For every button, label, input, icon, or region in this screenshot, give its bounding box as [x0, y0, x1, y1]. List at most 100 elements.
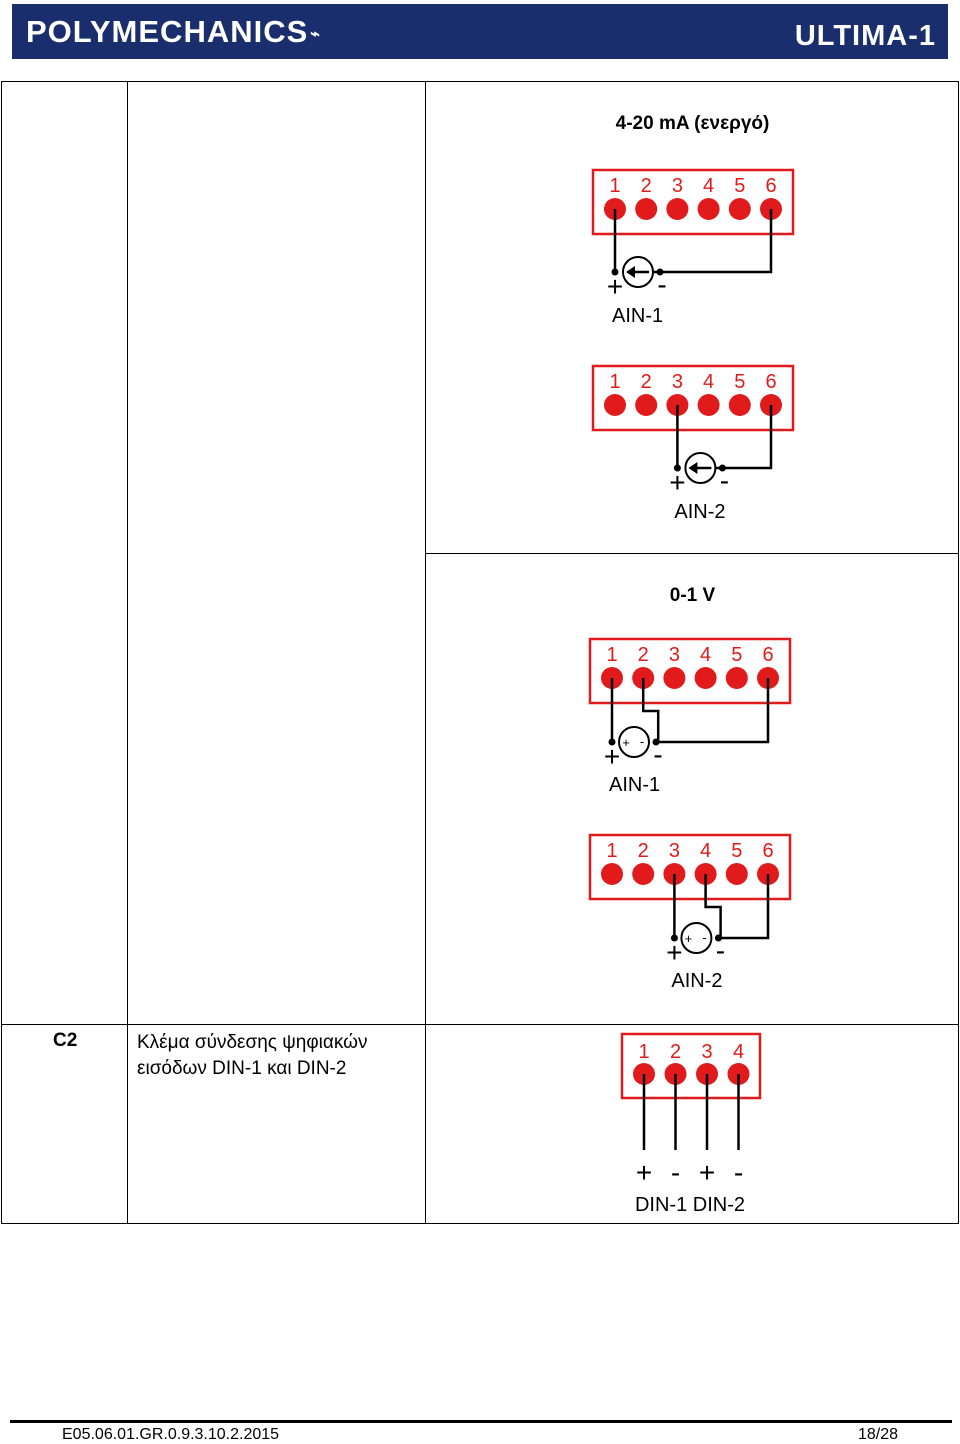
diagram-title-4-20ma: 4-20 mA (ενεργό): [615, 113, 770, 134]
polarity-plus: +: [604, 741, 620, 772]
polarity-sign: -: [734, 1157, 743, 1188]
terminal-pin-number: 6: [765, 371, 776, 393]
terminal-pin-number: 3: [701, 1041, 712, 1063]
terminal-pin-number: 2: [641, 175, 652, 197]
terminal-pin-number: 5: [731, 644, 742, 666]
terminal-pin-number: 5: [734, 371, 745, 393]
wire-minus: [715, 405, 773, 470]
terminal-pin-number: 3: [672, 175, 683, 197]
source-plus: +: [685, 931, 693, 946]
current-arrow-head: [688, 462, 698, 474]
terminal-pin-number: 6: [765, 175, 776, 197]
diagram-title-0-1v: 0-1 V: [669, 585, 716, 606]
polarity-minus: -: [720, 465, 729, 496]
table-left-border: [1, 81, 2, 1224]
wire-minus: [704, 874, 770, 940]
terminal-pin-number: 1: [609, 371, 620, 393]
terminal-pin: [694, 667, 717, 689]
terminal-pin: [604, 394, 626, 416]
terminal-pin-number: 6: [762, 644, 773, 666]
wire-minus: [653, 209, 773, 274]
polarity-plus: +: [607, 271, 623, 302]
footer-rule: [10, 1420, 952, 1423]
terminal-pin: [666, 198, 689, 220]
terminal-pin: [697, 198, 720, 220]
voltage-source-icon: [680, 922, 713, 954]
digital-input-label: DIN-1 DIN-2: [635, 1194, 745, 1216]
polarity-sign: -: [671, 1157, 680, 1188]
analog-input-label: AIN-1: [612, 305, 663, 327]
wire-minus: [641, 678, 770, 744]
junction-dot: [652, 738, 660, 746]
terminal-pin-number: 5: [734, 175, 745, 197]
ultima-logo: ULTIMA-1: [794, 20, 936, 52]
table-row-divider: [425, 553, 959, 554]
polarity-sign: +: [699, 1157, 715, 1188]
terminal-pin-number: 1: [606, 644, 617, 666]
junction-dot: [608, 738, 616, 746]
row-code: C2: [53, 1030, 78, 1051]
terminal-block: [588, 833, 792, 901]
source-plus: +: [622, 735, 630, 750]
terminal-pin-number: 4: [703, 371, 714, 393]
junction-dot: [718, 464, 726, 472]
terminal-pin-number: 2: [638, 644, 649, 666]
page-number: 18/28: [857, 1426, 898, 1443]
table-top-border: [1, 81, 959, 82]
polarity-minus: -: [653, 739, 662, 770]
analog-input-label: AIN-1: [609, 774, 660, 796]
terminal-pin: [725, 667, 748, 689]
terminal-pin: [728, 394, 751, 416]
terminal-pin-number: 3: [669, 840, 680, 862]
junction-dot: [656, 268, 664, 276]
terminal-pin-number: 3: [672, 371, 683, 393]
terminal-pin: [663, 667, 686, 689]
terminal-block: [591, 168, 795, 236]
polarity-minus: -: [716, 935, 725, 966]
junction-dot: [611, 268, 619, 276]
terminal-pin-number: 2: [638, 840, 649, 862]
junction-dot: [670, 934, 678, 942]
table-column-divider: [127, 81, 128, 1224]
terminal-pin: [632, 863, 655, 885]
table-row-divider: [1, 1024, 959, 1025]
polarity-plus: +: [666, 937, 682, 968]
polymechanics-logo: POLYMECHANICS⌁: [26, 14, 321, 49]
terminal-pin-number: 2: [641, 371, 652, 393]
junction-dot: [714, 934, 722, 942]
current-arrow-head: [626, 266, 635, 278]
terminal-pin: [725, 863, 748, 885]
terminal-pin: [697, 394, 720, 416]
junction-dot: [673, 464, 681, 472]
terminal-pin-number: 1: [638, 1041, 649, 1063]
table-column-divider: [425, 81, 426, 1224]
terminal-pin-number: 2: [670, 1041, 681, 1063]
polarity-plus: +: [669, 467, 685, 498]
document-code: E05.06.01.GR.0.9.3.10.2.2015: [62, 1426, 280, 1443]
analog-input-label: AIN-2: [674, 501, 725, 523]
terminal-pin-number: 1: [609, 175, 620, 197]
terminal-pin-number: 4: [733, 1041, 744, 1063]
terminal-pin: [635, 198, 658, 220]
terminal-pin-number: 4: [700, 644, 711, 666]
terminal-pin-number: 5: [731, 840, 742, 862]
terminal-pin: [601, 863, 623, 885]
logo-mark-icon: ⌁: [310, 25, 321, 43]
terminal-pin-number: 4: [703, 175, 714, 197]
row-description: Κλέμα σύνδεσης ψηφιακών εισόδων DIN-1 κα…: [137, 1032, 368, 1079]
polarity-minus: -: [657, 269, 666, 300]
source-minus: -: [640, 734, 644, 749]
table-right-border: [958, 81, 959, 1224]
terminal-pin-number: 4: [700, 840, 711, 862]
terminal-pin: [635, 394, 658, 416]
terminal-block: [588, 637, 792, 705]
table-bottom-border: [1, 1223, 959, 1224]
analog-input-label: AIN-2: [671, 970, 722, 992]
terminal-pin-number: 3: [669, 644, 680, 666]
header-banner: POLYMECHANICS⌁ ULTIMA-1: [12, 4, 948, 59]
polarity-sign: +: [636, 1157, 652, 1188]
source-minus: -: [702, 930, 706, 945]
terminal-pin-number: 6: [762, 840, 773, 862]
terminal-pin-number: 1: [606, 840, 617, 862]
